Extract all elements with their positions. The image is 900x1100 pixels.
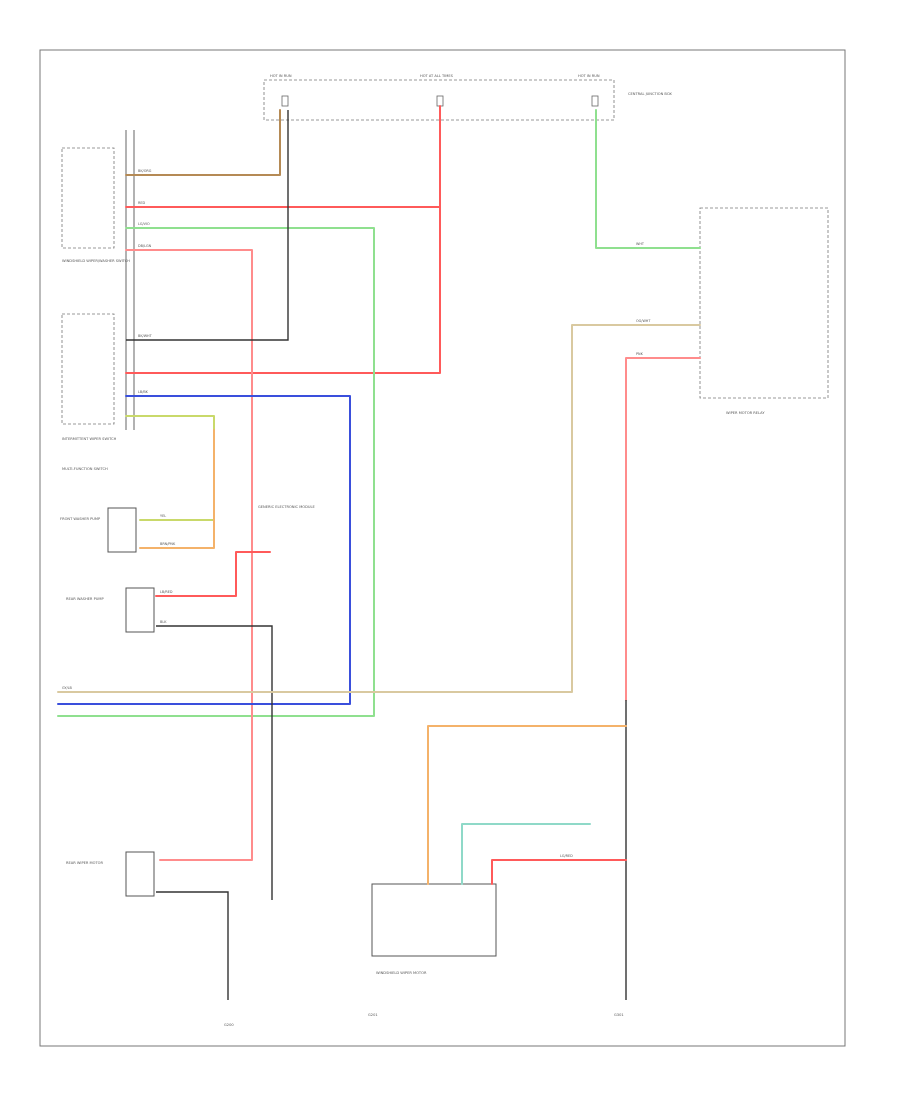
wire-label-bk-wht: BK/WHT	[138, 334, 153, 338]
wire-pink-motor	[491, 859, 627, 885]
windshield-wiper-motor-label: WINDSHIELD WIPER MOTOR	[376, 971, 427, 975]
rear-washer-pump-label: REAR WASHER PUMP	[66, 597, 104, 601]
wire-label-lb-bk: LB/BK	[138, 390, 149, 394]
wire-pink-relay	[625, 357, 701, 701]
wire-label-blk: BLK	[160, 620, 167, 624]
wire-label-bk-org: BK/ORG	[138, 169, 152, 173]
diagram-frame	[39, 49, 846, 1047]
wire-yellow-green	[125, 415, 215, 521]
wire-label-lg-red: LG/RED	[560, 854, 573, 858]
fuse-3-label: HOT IN RUN	[578, 74, 600, 78]
wire-blue	[57, 395, 351, 705]
wire-label-lb-red: LB/RED	[160, 590, 173, 594]
wire-label-red: RED	[138, 201, 145, 205]
wiper-motor-relay	[699, 207, 829, 399]
wire-pink	[125, 249, 253, 861]
wire-red-main	[125, 105, 441, 208]
wire-black-3	[156, 891, 229, 1000]
wire-red-2	[125, 206, 441, 374]
rear-wiper-motor-label: REAR WIPER MOTOR	[66, 861, 104, 865]
rear-washer-pump	[125, 587, 155, 633]
fuse-2: HOT AT ALL TIMES	[420, 74, 454, 107]
wire-green-relay	[595, 109, 701, 249]
fuse-1: HOT IN RUN	[270, 74, 292, 107]
multi-function-switch-label: MULTI-FUNCTION SWITCH	[62, 467, 108, 471]
wire-black-2	[156, 625, 273, 900]
wire-red-pump	[155, 551, 271, 597]
intermittent-wiper-switch-label: INTERMITTENT WIPER SWITCH	[62, 437, 117, 441]
generic-electronic-module-label: GENERIC ELECTRONIC MODULE	[258, 505, 316, 509]
ground-g200: G200	[224, 1023, 234, 1027]
wire-label-pnk: PNK	[636, 352, 644, 356]
wires	[57, 105, 701, 1000]
wire-label-gy-lb: GY/LB	[62, 686, 73, 690]
wire-orange	[139, 429, 215, 549]
ground-g201: G201	[368, 1013, 378, 1017]
windshield-wiper-motor	[371, 883, 497, 957]
windshield-wiper-washer-switch	[61, 147, 115, 249]
wire-brown	[125, 109, 281, 176]
wire-label-lg-vio: LG/VIO	[138, 222, 150, 226]
central-junction-box-label: CENTRAL JUNCTION BOX	[628, 92, 672, 96]
front-washer-pump-label: FRONT WASHER PUMP	[60, 517, 101, 521]
wire-label-wht: WHT	[636, 242, 645, 246]
wire-orange-motor	[427, 725, 627, 885]
wire-green	[57, 227, 375, 717]
wire-cyan	[461, 823, 591, 885]
rear-wiper-motor	[125, 851, 155, 897]
fuse-2-label: HOT AT ALL TIMES	[420, 74, 454, 78]
wire-label-db-lgn: DB/LGN	[138, 244, 152, 248]
wire-label-yel: YEL	[160, 514, 166, 518]
intermittent-wiper-switch	[61, 313, 115, 425]
ground-g301: G301	[614, 1013, 624, 1017]
wire-label-brn-pnk: BRN/PNK	[160, 542, 176, 546]
windshield-wiper-washer-switch-label: WINDSHIELD WIPER/WASHER SWITCH	[62, 259, 130, 263]
wiper-motor-relay-label: WIPER MOTOR RELAY	[726, 411, 765, 415]
front-washer-pump	[107, 507, 137, 553]
wire-black-1	[126, 110, 289, 341]
fuse-3: HOT IN RUN	[578, 74, 600, 107]
fuse-1-label: HOT IN RUN	[270, 74, 292, 78]
wire-tan	[57, 324, 701, 693]
wire-label-og-wht: OG/WHT	[636, 319, 651, 323]
